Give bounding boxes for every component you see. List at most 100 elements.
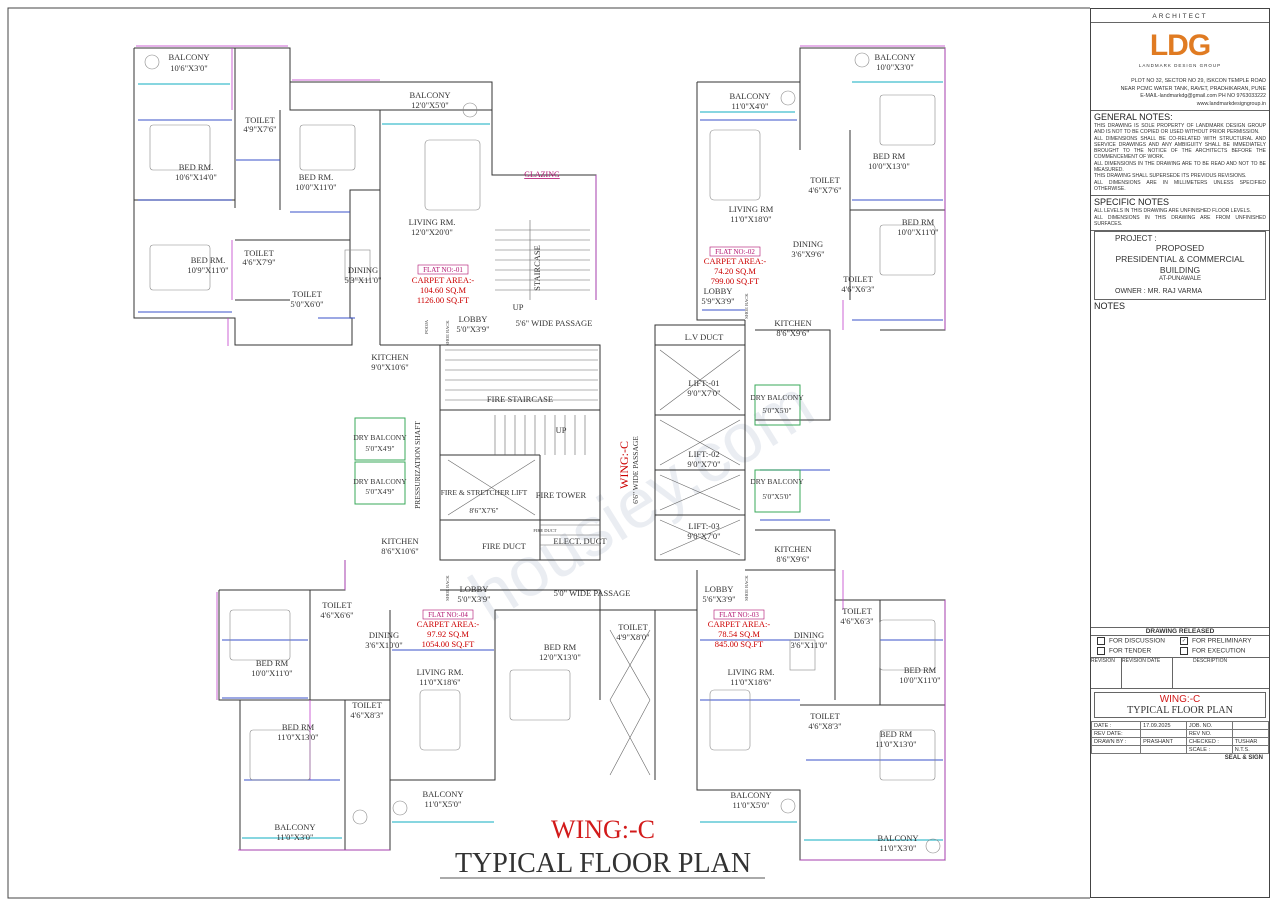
room-name: BED RM	[873, 151, 906, 161]
room-size: 4'9"X7'6"	[243, 124, 276, 134]
room-name: BED RM	[904, 665, 937, 675]
checkbox-checked-icon: ✓	[1180, 637, 1188, 646]
room-size: 11'0"X18'6"	[730, 677, 771, 687]
room-size: 10'0"X13'0"	[868, 161, 910, 171]
logo-letters: LDG	[1149, 29, 1211, 62]
room-name: LIVING RM	[729, 204, 774, 214]
shoe-rack-label: SHOE RACK	[445, 320, 450, 346]
room-size: 9'0"X7'0"	[687, 388, 720, 398]
checkbox-icon	[1180, 647, 1188, 656]
room-name: TOILET	[618, 622, 648, 632]
room-name: LIVING RM.	[409, 217, 456, 227]
room-name: BED RM	[544, 642, 577, 652]
room-labels: BALCONY 10'6"X3'0" BALCONY 12'0"X5'0" TO…	[168, 52, 940, 853]
notes-area: NOTES	[1091, 300, 1269, 629]
pooja-label: POOJA	[424, 319, 429, 334]
flat-number: FLAT NO:-01	[423, 266, 463, 274]
room-name: LIFT:-03	[688, 521, 719, 531]
room-name: BALCONY	[729, 91, 770, 101]
fire-tower-label: FIRE TOWER	[536, 490, 587, 500]
carpet-area-label: CARPET AREA:-	[704, 256, 767, 266]
room-size: 3'6"X9'6"	[791, 249, 824, 259]
room-name: LOBBY	[704, 286, 733, 296]
up-label: UP	[513, 302, 524, 312]
room-size: 12'0"X5'0"	[411, 100, 448, 110]
carpet-area-label: CARPET AREA:-	[412, 275, 475, 285]
room-size: 8'6"X9'6"	[776, 328, 809, 338]
room-name: DRY BALCONY	[750, 477, 804, 486]
up-label: UP	[556, 425, 567, 435]
carpet-area-sqft: 1054.00 SQ.FT	[422, 639, 475, 649]
passage-label: 5'0" WIDE PASSAGE	[554, 588, 631, 598]
room-size: 11'0"X3'0"	[879, 843, 916, 853]
room-size: 5'0"X4'9"	[365, 487, 394, 496]
room-size: 12'0"X20'0"	[411, 227, 453, 237]
logo-subtitle: LANDMARK DESIGN GROUP	[1138, 63, 1222, 68]
room-name: TOILET	[810, 175, 840, 185]
room-name: BED RM	[880, 729, 913, 739]
carpet-area-sqm: 78.54 SQ.M	[718, 629, 760, 639]
room-size: 10'0"X11'0"	[897, 227, 938, 237]
room-size: 10'0"X11'0"	[251, 668, 292, 678]
room-name: LIVING RM.	[417, 667, 464, 677]
room-size: 5'0"X6'0"	[290, 299, 323, 309]
room-name: TOILET	[322, 600, 352, 610]
release-option[interactable]: ✓FOR PRELIMINARY	[1180, 637, 1252, 646]
room-size: 9'0"X7'0"	[687, 459, 720, 469]
carpet-area-sqm: 104.60 SQ.M	[420, 285, 466, 295]
flat-number: FLAT NO:-04	[428, 611, 468, 619]
room-name: LIVING RM.	[728, 667, 775, 677]
carpet-area-label: CARPET AREA:-	[708, 619, 771, 629]
staircase-label: STAIRCASE	[532, 245, 542, 291]
specific-notes: SPECIFIC NOTES ALL LEVELS IN THIS DRAWIN…	[1091, 196, 1269, 232]
room-size: 11'0"X18'6"	[419, 677, 460, 687]
general-notes: GENERAL NOTES: THIS DRAWING IS SOLE PROP…	[1091, 111, 1269, 197]
room-name: LOBBY	[705, 584, 734, 594]
room-size: 4'6"X8'3"	[350, 710, 383, 720]
wing-title: WING:-C	[551, 815, 655, 844]
seal-sign: SEAL & SIGN	[1224, 755, 1263, 762]
room-name: LOBBY	[460, 584, 489, 594]
misc-labels: GLAZING STAIRCASE UP 5'6" WIDE PASSAGE L…	[413, 170, 749, 601]
room-name: BALCONY	[877, 833, 918, 843]
room-size: 9'0"X7'0"	[687, 531, 720, 541]
sheet-title-box: WING:-C TYPICAL FLOOR PLAN	[1094, 692, 1266, 719]
room-name: DRY BALCONY	[353, 477, 407, 486]
room-name: TOILET	[244, 248, 274, 258]
pressurization-label: PRESSURIZATION SHAFT	[413, 421, 422, 509]
floor-plan-drawing: housiey.com	[7, 7, 1090, 899]
firm-address: PLOT NO 32, SECTOR NO 29, ISKCON TEMPLE …	[1091, 70, 1269, 111]
room-size: 5'0"X3'9"	[457, 594, 490, 604]
room-name: DINING	[793, 239, 823, 249]
room-size: 10'6"X14'0"	[175, 172, 217, 182]
room-name: KITCHEN	[371, 352, 408, 362]
fire-staircase-label: FIRE STAIRCASE	[487, 394, 553, 404]
release-option[interactable]: FOR EXECUTION	[1180, 647, 1263, 656]
room-size: 5'0"X5'0"	[762, 492, 791, 501]
room-size: 9'0"X10'6"	[371, 362, 408, 372]
room-size: 10'0"X11'0"	[295, 182, 336, 192]
room-size: 11'0"X4'0"	[731, 101, 768, 111]
room-name: TOILET	[245, 115, 275, 125]
room-size: 10'0"X3'0"	[876, 62, 913, 72]
room-name: BALCONY	[422, 789, 463, 799]
room-size: 10'0"X11'0"	[899, 675, 940, 685]
carpet-area-sqft: 845.00 SQ.FT	[715, 639, 764, 649]
room-name: TOILET	[810, 711, 840, 721]
room-name: DINING	[369, 630, 399, 640]
room-size: 8'6"X9'6"	[776, 554, 809, 564]
drawing-released: DRAWING RELEASED FOR DISCUSSION ✓FOR PRE…	[1091, 628, 1269, 659]
release-option[interactable]: FOR DISCUSSION	[1097, 637, 1180, 646]
room-name: TOILET	[843, 274, 873, 284]
room-size: 8'6"X7'6"	[469, 506, 498, 515]
room-name: BALCONY	[274, 822, 315, 832]
room-name: DINING	[348, 265, 378, 275]
room-size: 11'0"X13'0"	[875, 739, 916, 749]
room-size: 5'6"X3'9"	[702, 594, 735, 604]
room-size: 4'6"X6'6"	[320, 610, 353, 620]
checkbox-icon	[1097, 647, 1105, 656]
elect-duct-label: ELECT. DUCT	[553, 536, 607, 546]
carpet-area-sqm: 97.92 SQ.M	[427, 629, 469, 639]
release-option[interactable]: FOR TENDER	[1097, 647, 1180, 656]
